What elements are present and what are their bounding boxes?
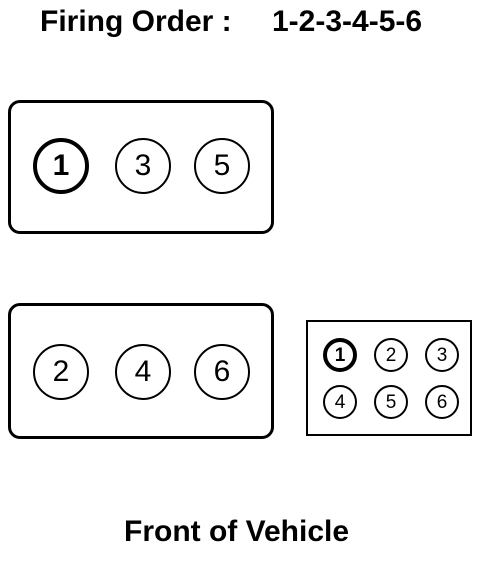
cylinder-2: 2 bbox=[33, 344, 89, 400]
coil-terminal-3: 3 bbox=[425, 338, 459, 372]
cylinder-5: 5 bbox=[194, 138, 250, 194]
front-of-vehicle-label: Front of Vehicle bbox=[124, 515, 350, 548]
cylinder-6: 6 bbox=[194, 344, 250, 400]
cylinder-bank-front: 1 3 5 bbox=[8, 100, 274, 234]
coil-terminal-5: 5 bbox=[374, 385, 408, 419]
cylinder-1: 1 bbox=[33, 138, 89, 194]
coil-terminal-4: 4 bbox=[323, 385, 357, 419]
cylinder-4: 4 bbox=[115, 344, 171, 400]
coil-terminal-2: 2 bbox=[374, 338, 408, 372]
cylinder-3: 3 bbox=[115, 138, 171, 194]
coil-terminal-6: 6 bbox=[425, 385, 459, 419]
cylinder-bank-rear: 2 4 6 bbox=[8, 303, 274, 439]
firing-order-title: Firing Order : 1-2-3-4-5-6 bbox=[0, 2, 496, 42]
front-of-vehicle-caption: Front of Vehicle bbox=[0, 512, 496, 552]
firing-order-label: Firing Order : bbox=[40, 5, 232, 38]
coil-pack: 1 2 3 4 5 6 bbox=[306, 320, 472, 436]
firing-order-sequence: 1-2-3-4-5-6 bbox=[272, 5, 423, 38]
coil-terminal-1: 1 bbox=[323, 338, 357, 372]
